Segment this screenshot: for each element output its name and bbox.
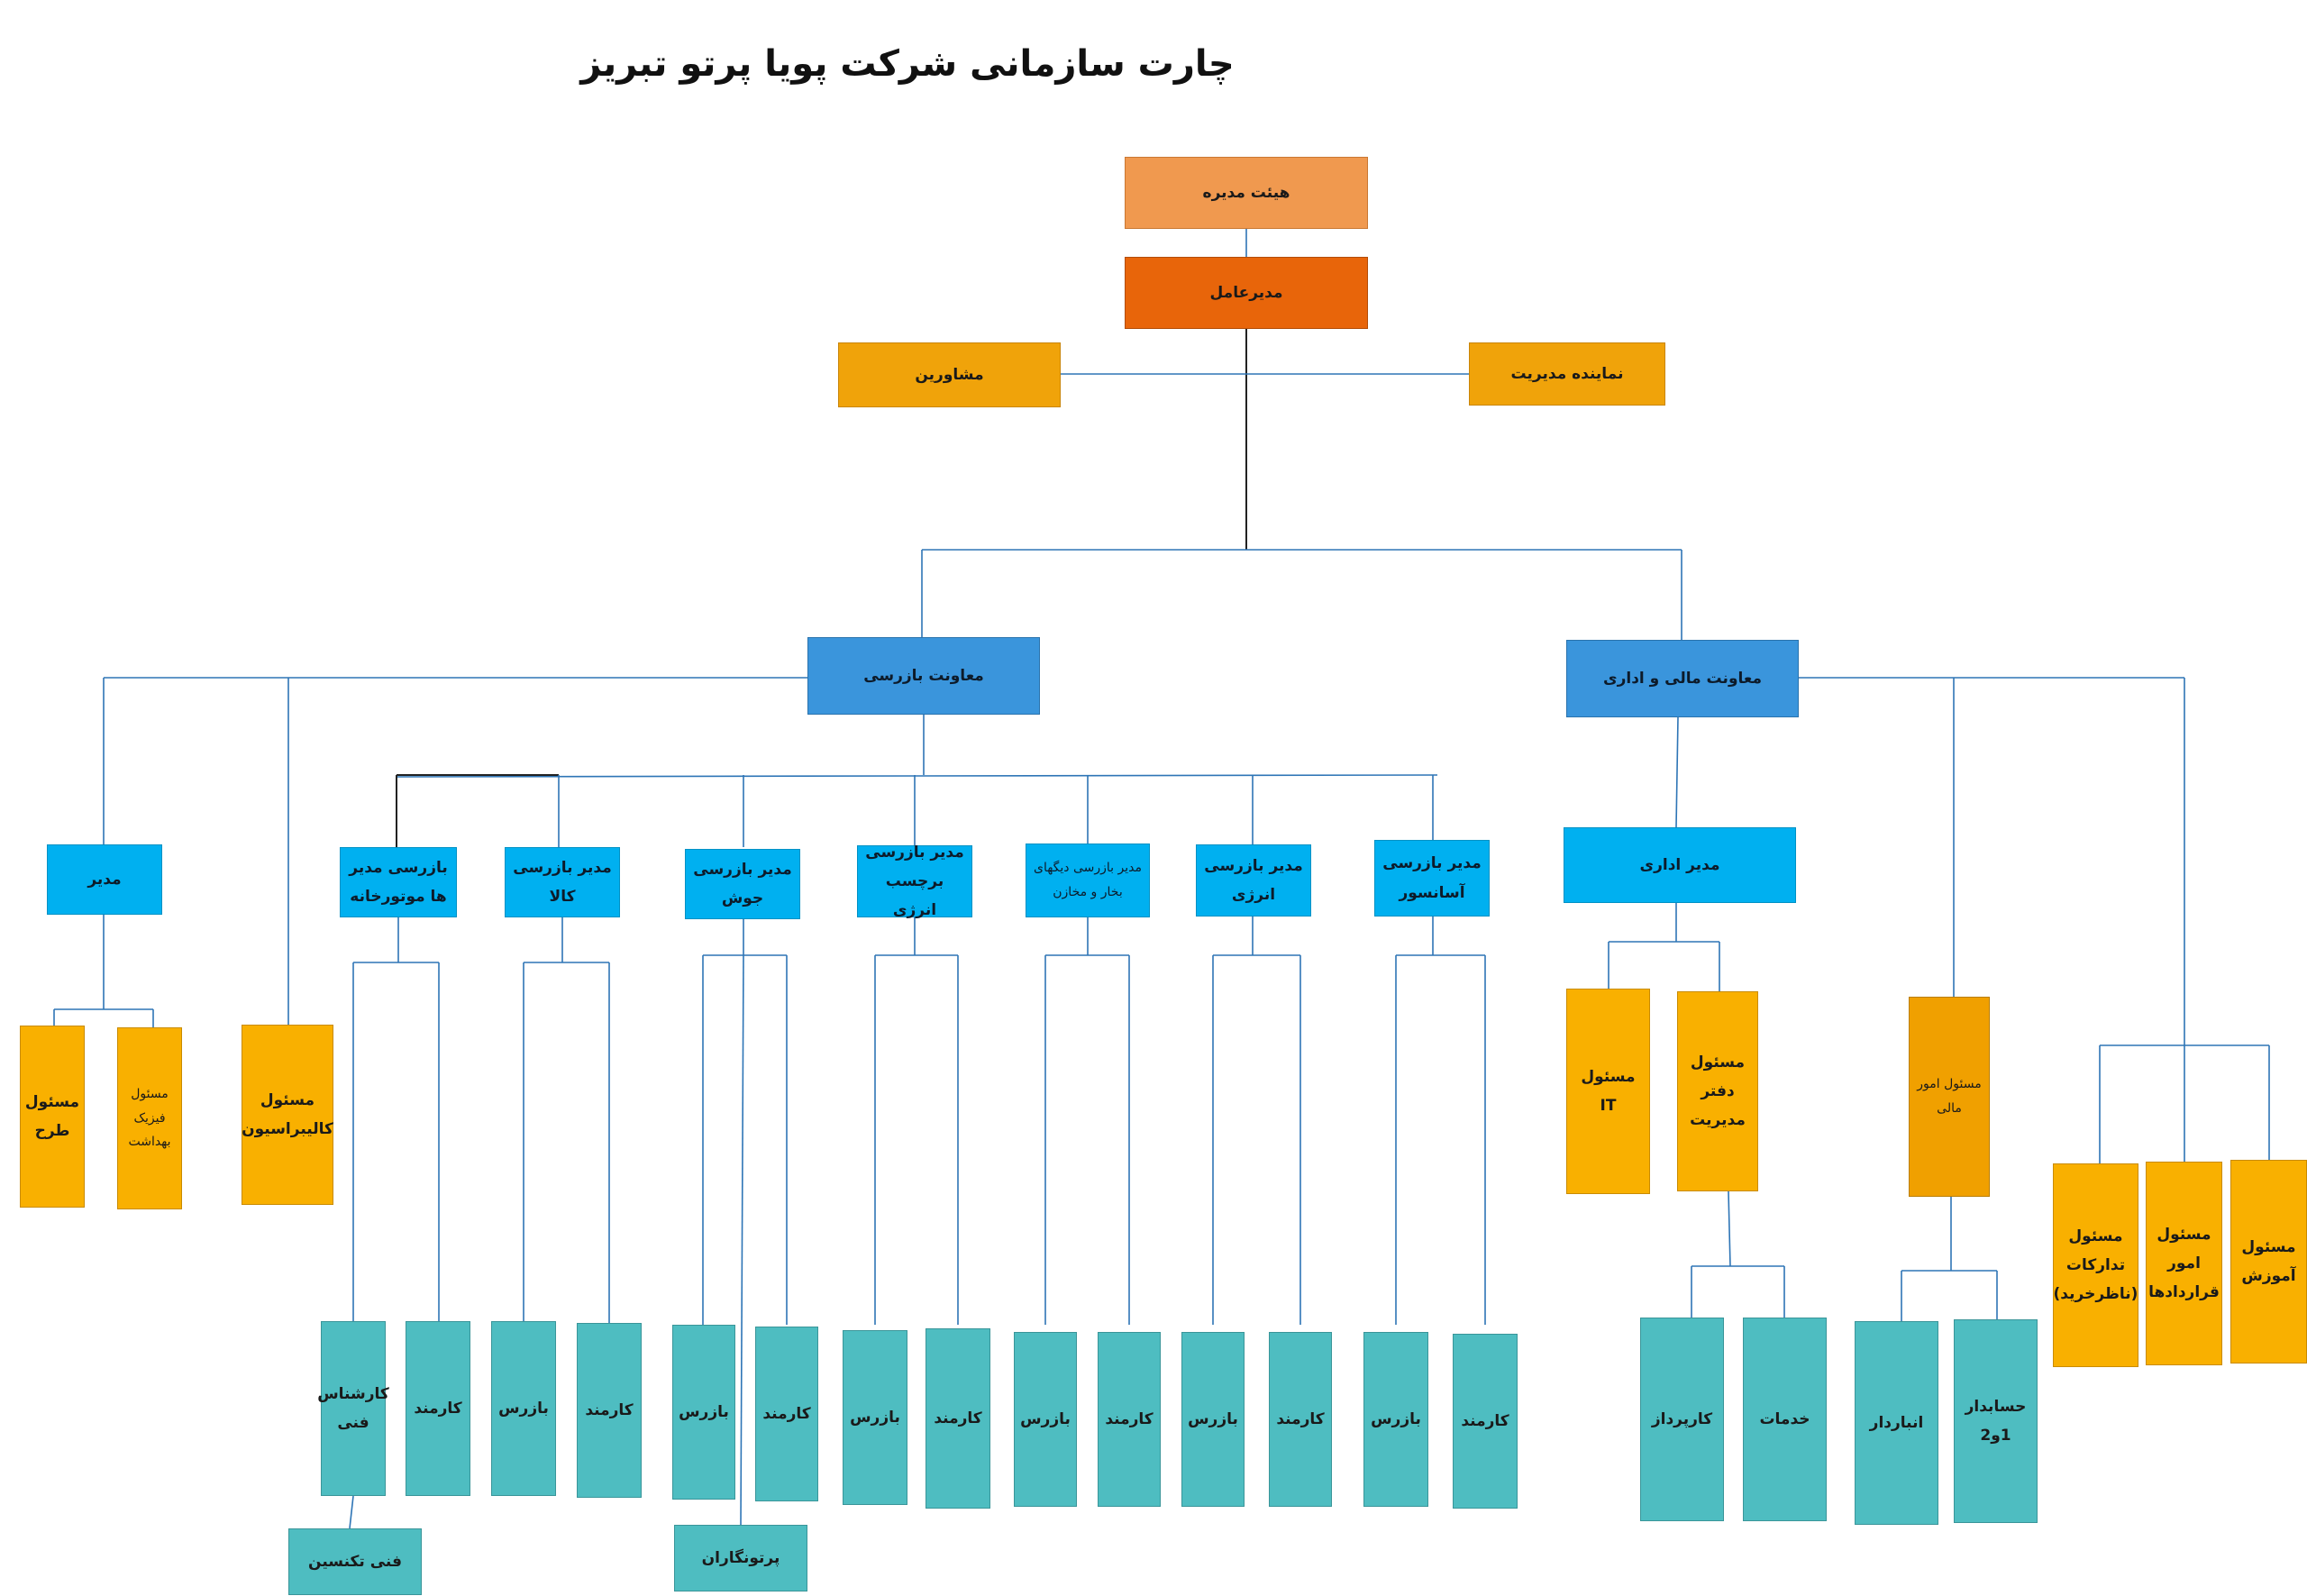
employee-box: کارمند [926, 1328, 990, 1509]
employee-box: کارمند [1269, 1332, 1332, 1507]
connector-line [1728, 1190, 1731, 1267]
employee-box: کارمند [1098, 1332, 1161, 1507]
inspector-box: بازرس [1181, 1332, 1245, 1507]
connector-line [1675, 716, 1679, 828]
radiographers-box: پرتونگاران [674, 1525, 807, 1591]
deputy-finance-admin-box: معاونت مالی و اداری [1566, 640, 1799, 717]
manager-box: مدیر [47, 844, 162, 915]
employee-box: کارمند [1453, 1334, 1518, 1509]
employee-box: کارمند [577, 1323, 642, 1498]
connector-line [740, 954, 744, 1526]
purchaser-box: کارپرداز [1640, 1318, 1724, 1521]
employee-box: کارمند [406, 1321, 470, 1496]
inspector-box: بازرس [491, 1321, 556, 1496]
technician-box: فنی تکنسین [288, 1528, 422, 1595]
admin-manager-box: مدیر اداری [1564, 827, 1796, 903]
connector-line [396, 774, 1438, 778]
inspector-box: بازرس [1363, 1332, 1428, 1507]
board-of-directors-box: هیئت مدیره [1125, 157, 1368, 229]
services-box: خدمات [1743, 1318, 1827, 1521]
storekeeper-box: انباردار [1855, 1321, 1938, 1525]
chart-title: چارت سازمانی شرکت پویا پرتو تبریز [580, 43, 1235, 85]
inspector-box: بازرس [1014, 1332, 1077, 1507]
inspector-box: بازرس [672, 1325, 735, 1500]
management-representative-box: نماینده مدیریت [1469, 342, 1665, 406]
deputy-inspection-box: معاونت بازرسی [807, 637, 1040, 715]
ceo-box: مدیرعامل [1125, 257, 1368, 329]
advisors-box: مشاورین [838, 342, 1061, 407]
connector-line [349, 1495, 354, 1529]
goods-inspection-manager-box: مدیر بازرسی کالا [505, 847, 620, 917]
inspector-box: بازرس [843, 1330, 907, 1505]
employee-box: کارمند [755, 1327, 818, 1501]
